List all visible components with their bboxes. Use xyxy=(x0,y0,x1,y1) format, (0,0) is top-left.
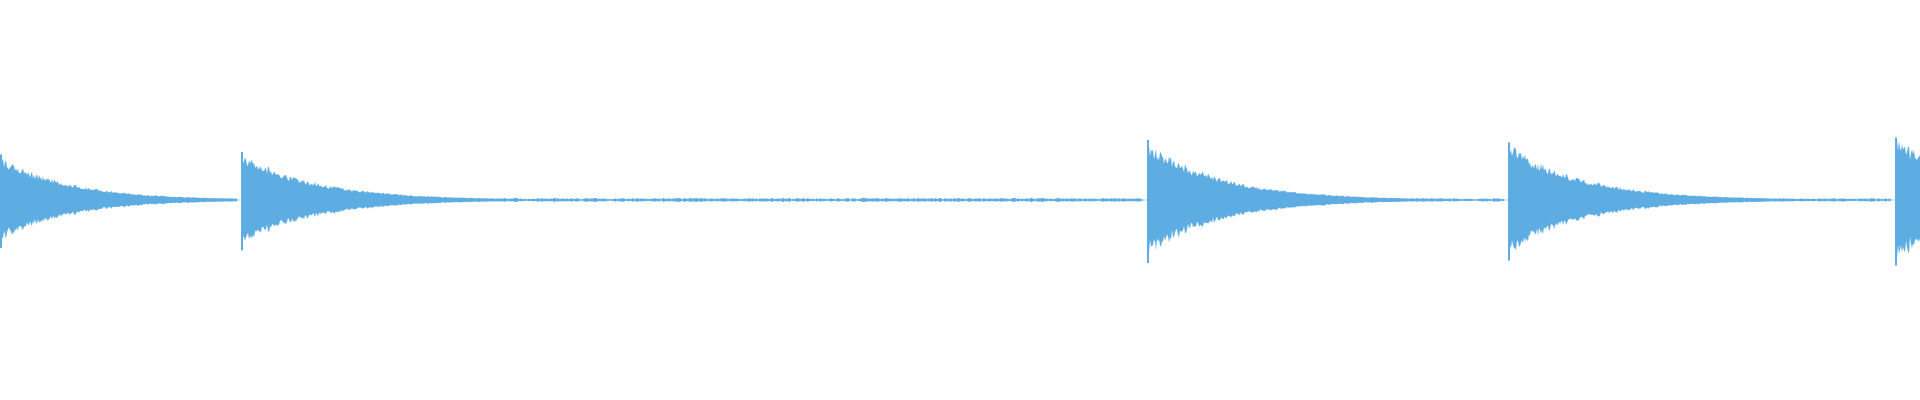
waveform-transient-5 xyxy=(1895,137,1920,266)
waveform-transient-1 xyxy=(0,154,237,248)
waveform-envelope xyxy=(1895,139,1920,259)
waveform-transient-2 xyxy=(241,152,1143,251)
waveform-transient-4 xyxy=(1508,142,1891,261)
waveform-envelope xyxy=(0,156,237,242)
waveform-envelope xyxy=(241,153,1143,246)
waveform-transient-3 xyxy=(1147,140,1504,263)
waveform-transients xyxy=(0,137,1920,266)
waveform-envelope xyxy=(1147,140,1504,254)
waveform-envelope xyxy=(1508,143,1891,255)
